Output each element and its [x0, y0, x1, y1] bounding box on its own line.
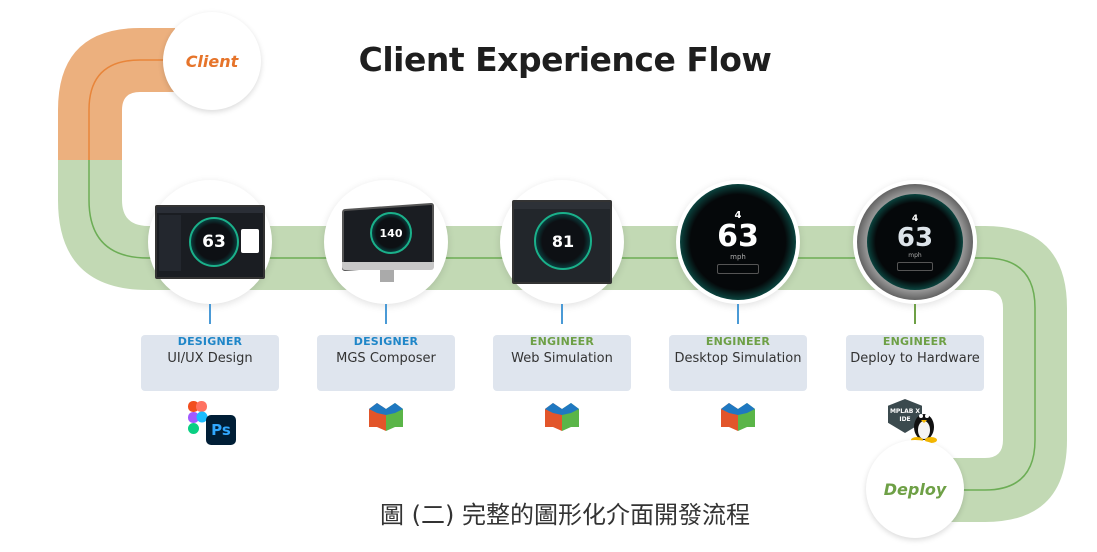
linux-tux-icon [911, 414, 937, 443]
main-track-line [88, 160, 1036, 491]
stage-web-simulation: 81 ENGINEER Web Simulation [493, 180, 631, 431]
stage-connector [209, 304, 211, 324]
main-track-segment [58, 160, 1067, 522]
designer-app-screenshot: 63 [155, 205, 265, 279]
speed-unit: mph [908, 251, 922, 259]
mgs-logo-icon [721, 403, 755, 431]
deploy-end-bubble: Deploy [866, 440, 964, 538]
stage-name: Desktop Simulation [674, 351, 802, 366]
stage-name: MGS Composer [336, 351, 436, 366]
preview-speed-value: 63 [717, 219, 759, 254]
figma-icon [188, 401, 208, 434]
stage-connector [737, 304, 739, 324]
stage-connector [914, 304, 916, 324]
stage-name: Deploy to Hardware [850, 351, 980, 366]
role-label: ENGINEER [529, 335, 595, 348]
stage-preview-circle: 4 63 mph [853, 180, 977, 304]
stage-card: ENGINEER Desktop Simulation [669, 335, 807, 391]
client-track-segment [58, 28, 175, 160]
stage-mgs-composer: 140 DESIGNER MGS Composer [317, 180, 455, 431]
stage-card: ENGINEER Deploy to Hardware [846, 335, 984, 391]
client-track-line [88, 59, 175, 160]
stage-ui-ux-design: 63 DESIGNER UI/UX Design Ps [141, 180, 279, 451]
desktop-monitor-screenshot: 140 [340, 196, 434, 288]
gear-value: 4 [911, 213, 919, 224]
speed-unit: mph [730, 253, 746, 261]
preview-speed-value: 63 [896, 222, 934, 253]
role-label: DESIGNER [353, 335, 419, 348]
preview-speed-value: 140 [379, 226, 403, 240]
stage-connector [385, 304, 387, 324]
stage-name: UI/UX Design [167, 351, 253, 366]
mgs-logo-icon [369, 403, 403, 431]
deploy-label: Deploy [883, 479, 947, 499]
role-label: DESIGNER [177, 335, 243, 348]
figure-caption: 圖 (二) 完整的圖形化介面開發流程 [380, 501, 750, 529]
page-title: Client Experience Flow [358, 40, 772, 79]
stage-preview-circle: 81 [500, 180, 624, 304]
stage-preview-circle: 63 [148, 180, 272, 304]
stage-preview-circle: 4 63 mph [676, 180, 800, 304]
client-start-bubble: Client [163, 12, 261, 110]
stage-card: DESIGNER MGS Composer [317, 335, 455, 391]
browser-window-screenshot: 81 [512, 200, 612, 284]
stage-name: Web Simulation [511, 351, 613, 366]
stage-deploy-to-hardware: 4 63 mph ENGINEER Deploy to Hardware MPL… [846, 180, 984, 449]
stage-preview-circle: 140 [324, 180, 448, 304]
gauge-display: 4 63 mph [680, 184, 796, 300]
stage-card: ENGINEER Web Simulation [493, 335, 631, 391]
stage-connector [561, 304, 563, 324]
gear-value: 4 [734, 210, 742, 221]
tool-icons: MPLAB X IDE [846, 399, 984, 449]
mgs-logo-icon [545, 403, 579, 431]
photoshop-icon: Ps [206, 415, 236, 445]
stage-card: DESIGNER UI/UX Design [141, 335, 279, 391]
preview-speed-value: 63 [202, 232, 226, 252]
client-label: Client [185, 51, 239, 71]
hardware-gauge-display: 4 63 mph [857, 184, 973, 300]
preview-speed-value: 81 [551, 231, 575, 251]
role-label: ENGINEER [705, 335, 771, 348]
role-label: ENGINEER [882, 335, 948, 348]
stage-desktop-simulation: 4 63 mph ENGINEER Desktop Simulation [669, 180, 807, 431]
tool-icons: Ps [141, 401, 279, 451]
